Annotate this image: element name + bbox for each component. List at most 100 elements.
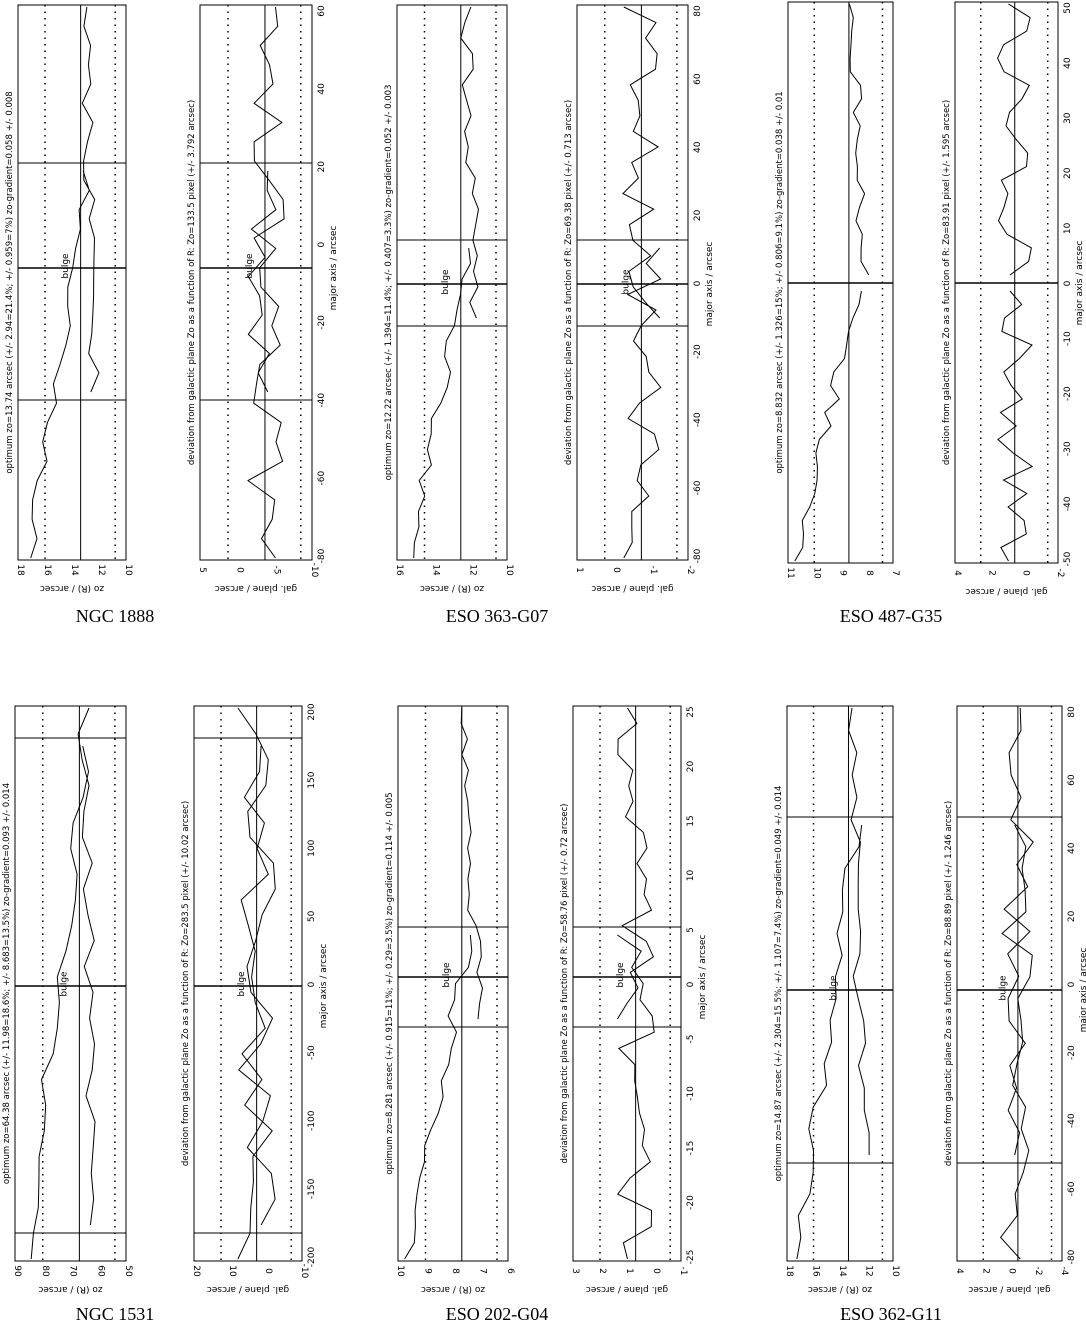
y-tick-label: -2 (1033, 1267, 1043, 1276)
x-tick-label: -20 (686, 1195, 696, 1210)
y-tick-label: 18 (784, 1265, 794, 1277)
x-tick-label: -100 (307, 1110, 317, 1131)
y-tick-label: 9 (423, 1268, 433, 1274)
x-tick-label: -15 (686, 1141, 696, 1156)
x-tick-label: 100 (307, 839, 317, 856)
y-tick-label: -1 (678, 1267, 688, 1276)
plot-title: optimum zo=64.38 arcsec (+/- 11.98=18.6%… (2, 783, 12, 1184)
x-tick-label: 20 (1063, 167, 1073, 179)
x-tick-label: -60 (693, 480, 703, 495)
x-tick-label: 20 (693, 209, 703, 221)
x-axis-label: major axis / arcsec (329, 226, 339, 311)
x-tick-label: -50 (1063, 551, 1073, 566)
y-tick-label: 70 (68, 1265, 78, 1277)
bulge-label: bulge (61, 253, 71, 279)
y-tick-label: 14 (69, 564, 79, 576)
plot-title: deviation from galactic plane Zo as a fu… (942, 100, 952, 465)
x-axis-label: major axis / arcsec (705, 242, 715, 327)
x-tick-label: 5 (686, 927, 696, 933)
plot-title: deviation from galactic plane Zo as a fu… (181, 801, 191, 1166)
y-tick-label: 16 (811, 1265, 821, 1277)
bulge-label: bulge (616, 962, 626, 988)
x-tick-label: 150 (307, 771, 317, 788)
y-tick-label: 0 (263, 1268, 273, 1274)
y-tick-label: 10 (811, 567, 821, 579)
x-tick-label: 20 (686, 761, 696, 773)
y-tick-label: 12 (467, 564, 477, 575)
x-tick-label: 40 (1067, 842, 1077, 854)
y-tick-label: 20 (191, 1265, 201, 1277)
y-tick-label: 10 (227, 1265, 237, 1277)
plot-title: optimum zo=8.281 arcsec (+/- 0.915=11%; … (385, 792, 395, 1174)
plot-title: optimum zo=8.832 arcsec (+/- 1.326=15%; … (775, 91, 785, 473)
y-tick-label: 60 (95, 1265, 105, 1277)
x-tick-label: 60 (1067, 774, 1077, 786)
plot-frame (786, 705, 894, 1262)
y-tick-label: -4 (1059, 1267, 1069, 1276)
y-tick-label: 4 (954, 1268, 964, 1274)
x-tick-label: -20 (317, 315, 327, 330)
x-tick-label: -60 (317, 471, 327, 486)
profile-curve (999, 707, 1034, 1260)
x-tick-label: 60 (317, 5, 327, 17)
caption-ngc-1531: NGC 1531 (75, 1304, 155, 1324)
y-tick-label: 14 (431, 564, 441, 576)
x-tick-label: -40 (1063, 496, 1073, 511)
plot-title: optimum zo=12.22 arcsec (+/- 1.394=11.4%… (384, 85, 394, 481)
y-axis-label: gal. plane / arcsec (207, 1284, 289, 1294)
x-tick-label: 50 (1063, 2, 1073, 14)
y-axis-label: gal. plane / arcsec (968, 1284, 1050, 1294)
y-tick-label: 10 (123, 564, 133, 576)
x-tick-label: 0 (693, 280, 703, 286)
y-tick-label: 12 (864, 1265, 874, 1276)
caption-eso-487-g35: ESO 487-G35 (839, 606, 943, 626)
profile-curve (237, 707, 276, 1260)
y-tick-label: -10 (309, 563, 319, 578)
x-tick-label: -30 (1063, 441, 1073, 456)
x-tick-label: -20 (1063, 386, 1073, 401)
profile-curve (796, 707, 870, 1260)
x-axis-label: major axis / arcsec (698, 935, 708, 1020)
plot-title: deviation from galactic plane Zo as a fu… (560, 804, 570, 1164)
y-tick-label: 90 (12, 1265, 22, 1277)
plot-frame (199, 4, 313, 561)
profile-curve (30, 707, 96, 1260)
plot-frame (17, 4, 127, 561)
plot-frame (396, 4, 508, 561)
caption-eso-202-g04: ESO 202-G04 (445, 1304, 549, 1324)
x-tick-label: -50 (307, 1045, 317, 1060)
bulge-label: bulge (237, 971, 247, 997)
x-tick-label: -60 (1067, 1181, 1077, 1196)
y-tick-label: 10 (395, 1265, 405, 1277)
x-tick-label: -150 (307, 1178, 317, 1199)
profile-curve (622, 6, 662, 559)
profile-curve (413, 6, 480, 559)
x-tick-label: 25 (686, 706, 696, 717)
x-tick-label: 30 (1063, 112, 1073, 124)
profile-curve (997, 3, 1034, 562)
y-tick-label: 12 (96, 564, 106, 575)
caption-eso-363-g07: ESO 363-G07 (445, 606, 549, 626)
y-tick-label: 5 (197, 567, 207, 573)
x-tick-label: 15 (686, 815, 696, 826)
y-tick-label: 6 (505, 1268, 515, 1274)
x-tick-label: -80 (693, 548, 703, 563)
bulge-label: bulge (441, 269, 451, 295)
y-tick-label: 0 (611, 567, 621, 573)
y-tick-label: 0 (1007, 1268, 1017, 1274)
x-tick-label: 80 (1067, 706, 1077, 718)
x-tick-label: -80 (317, 548, 327, 563)
y-tick-label: 2 (986, 570, 996, 576)
x-tick-label: -200 (307, 1247, 317, 1268)
bulge-label: bulge (442, 962, 452, 988)
